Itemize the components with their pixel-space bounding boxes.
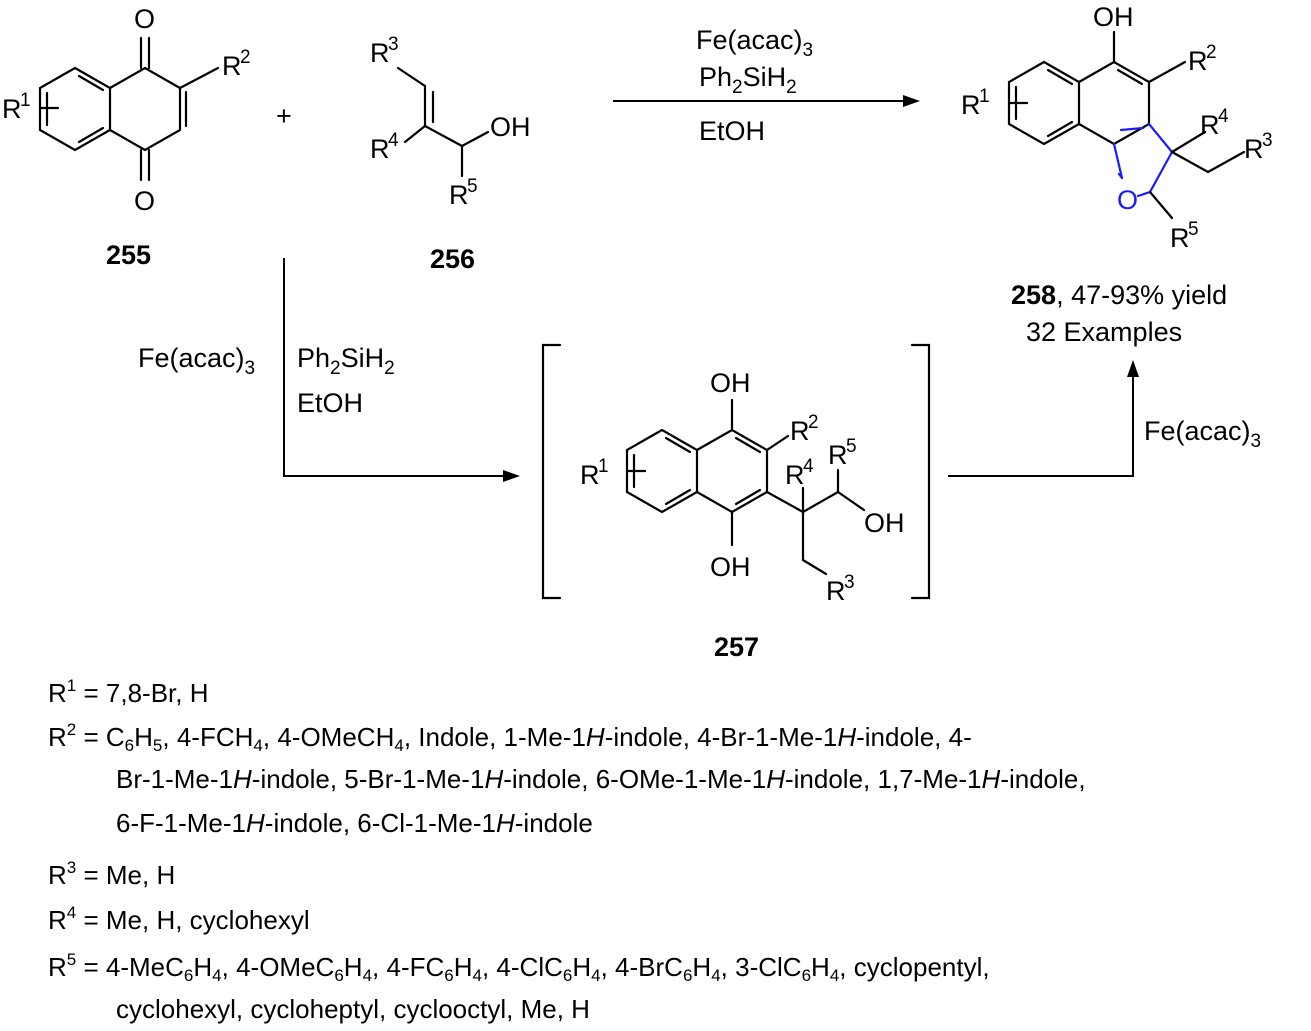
reagent-ph2sih2-lower: Ph2SiH2 (297, 343, 395, 379)
r2-label: R (222, 51, 242, 81)
r1-definition: R1 = 7,8-Br, H (48, 676, 209, 708)
r2-definition-line3: 6-F-1-Me-1H-indole, 6-Cl-1-Me-1H-indole (116, 808, 593, 838)
reagent-fe-acac-top: Fe(acac)3 (696, 25, 813, 61)
r5-label-258: R (1170, 223, 1190, 253)
cyclization-arrow: Fe(acac)3 (948, 360, 1261, 477)
reagent-fe-acac-right: Fe(acac)3 (1144, 416, 1261, 452)
svg-text:3: 3 (844, 572, 855, 593)
svg-text:3: 3 (1262, 130, 1273, 151)
r3-definition: R3 = Me, H (48, 858, 176, 890)
compound-255-label: 255 (106, 240, 151, 270)
svg-text:2: 2 (240, 47, 251, 68)
svg-text:5: 5 (1188, 219, 1199, 240)
svg-text:2: 2 (808, 412, 819, 433)
hydroxyl-label: OH (490, 112, 531, 142)
r4-label-258: R (1200, 110, 1220, 140)
product-yield: 258, 47-93% yield (1011, 280, 1227, 310)
r1-label: R (2, 94, 22, 124)
top-reaction-arrow: Fe(acac)3 Ph2SiH2 EtOH (613, 25, 920, 146)
svg-text:5: 5 (467, 176, 478, 197)
carbonyl-oxygen-top: O (134, 4, 155, 34)
structure-255: O O R 2 R 1 (2, 4, 251, 216)
r4-definition: R4 = Me, H, cyclohexyl (48, 903, 310, 935)
r3-label: R (370, 38, 390, 68)
hydroxyl-257-top: OH (710, 368, 751, 398)
solvent-etoh-lower: EtOH (297, 388, 363, 418)
svg-text:1: 1 (598, 456, 609, 477)
r2-definition-line2: Br-1-Me-1H-indole, 5-Br-1-Me-1H-indole, … (116, 764, 1086, 794)
hydroxyl-257-bottom: OH (710, 552, 751, 582)
plus-sign: + (276, 101, 292, 131)
product-examples: 32 Examples (1026, 317, 1182, 347)
structure-257: OH OH R 2 R 1 R 4 R 5 OH R 3 (541, 343, 931, 606)
svg-text:4: 4 (803, 456, 814, 477)
solvent-etoh-top: EtOH (699, 116, 765, 146)
lower-reaction-arrow: Fe(acac)3 Ph2SiH2 EtOH (138, 258, 520, 482)
r3-label-258: R (1244, 134, 1264, 164)
r4-label-257: R (785, 460, 805, 490)
r2-definition-line1: R2 = C6H5, 4-FCH4, 4-OMeCH4, Indole, 1-M… (48, 720, 972, 755)
r4-label: R (370, 134, 390, 164)
compound-257-label: 257 (714, 632, 759, 662)
hydroxyl-257-side: OH (864, 508, 905, 538)
hydroxyl-258: OH (1093, 2, 1134, 32)
svg-text:5: 5 (846, 436, 857, 457)
r2-label-257: R (790, 416, 810, 446)
svg-text:4: 4 (1218, 106, 1229, 127)
compound-256-label: 256 (430, 244, 475, 274)
r2-label-258: R (1188, 46, 1208, 76)
structure-256: R 3 R 4 OH R 5 (370, 34, 531, 210)
furan-oxygen: O (1117, 185, 1138, 215)
r1-label-258: R (961, 90, 981, 120)
r5-definition-line2: cyclohexyl, cycloheptyl, cyclooctyl, Me,… (116, 994, 590, 1024)
reagent-ph2sih2-top: Ph2SiH2 (699, 62, 797, 98)
r1-label-257: R (580, 460, 600, 490)
r5-label: R (449, 180, 469, 210)
reagent-fe-acac-lower: Fe(acac)3 (138, 343, 255, 379)
r5-label-257: R (828, 440, 848, 470)
svg-text:2: 2 (1206, 42, 1217, 63)
r3-label-257: R (826, 576, 846, 606)
svg-text:1: 1 (20, 90, 31, 111)
r5-definition-line1: R5 = 4-MeC6H4, 4-OMeC6H4, 4-FC6H4, 4-ClC… (48, 950, 990, 985)
svg-text:3: 3 (388, 34, 399, 55)
structure-258: OH R 2 R 1 O R 4 R 3 R 5 (961, 2, 1273, 253)
svg-text:1: 1 (979, 86, 990, 107)
carbonyl-oxygen-bottom: O (134, 186, 155, 216)
svg-text:4: 4 (388, 130, 399, 151)
